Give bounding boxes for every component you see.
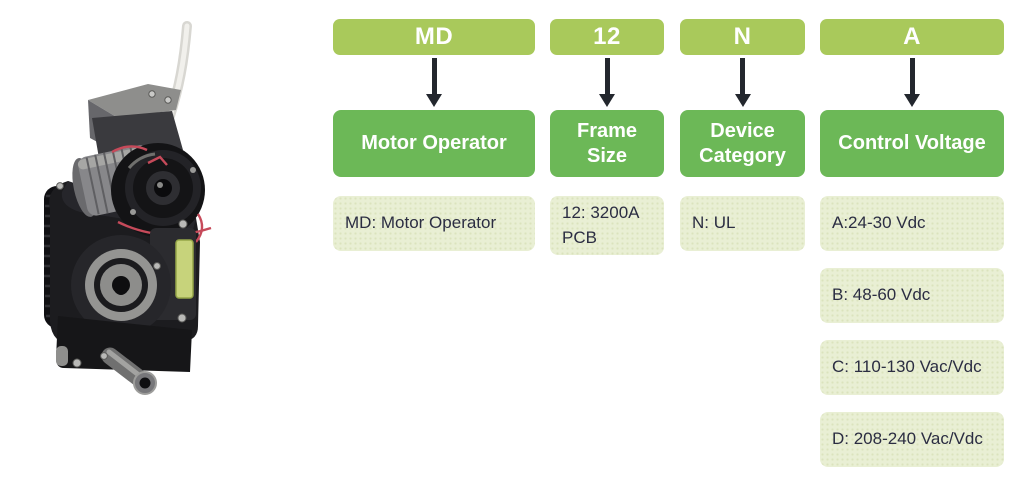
header-device-category: Device Category	[680, 110, 805, 177]
option-item: MD: Motor Operator	[333, 196, 535, 251]
option-item: A:24-30 Vdc	[820, 196, 1004, 251]
product-photo	[0, 0, 320, 487]
option-item: 12: 3200A PCB	[550, 196, 664, 256]
options-control-voltage: A:24-30 Vdc B: 48-60 Vdc C: 110-130 Vac/…	[820, 196, 1004, 467]
code-box-n: N	[680, 19, 805, 55]
option-item: C: 110-130 Vac/Vdc	[820, 340, 1004, 395]
motor-operator-illustration	[44, 21, 212, 395]
options-motor-operator: MD: Motor Operator	[333, 196, 535, 251]
down-arrow-icon	[680, 58, 805, 107]
header-control-voltage: Control Voltage	[820, 110, 1004, 177]
options-device-category: N: UL	[680, 196, 805, 251]
header-motor-operator: Motor Operator	[333, 110, 535, 177]
header-frame-size: Frame Size	[550, 110, 664, 177]
options-frame-size: 12: 3200A PCB	[550, 196, 664, 256]
down-arrow-icon	[550, 58, 664, 107]
option-item: B: 48-60 Vdc	[820, 268, 1004, 323]
code-box-md: MD	[333, 19, 535, 55]
down-arrow-icon	[820, 58, 1004, 107]
down-arrow-icon	[333, 58, 535, 107]
code-box-a: A	[820, 19, 1004, 55]
code-box-12: 12	[550, 19, 664, 55]
option-item: N: UL	[680, 196, 805, 251]
option-item: D: 208-240 Vac/Vdc	[820, 412, 1004, 467]
